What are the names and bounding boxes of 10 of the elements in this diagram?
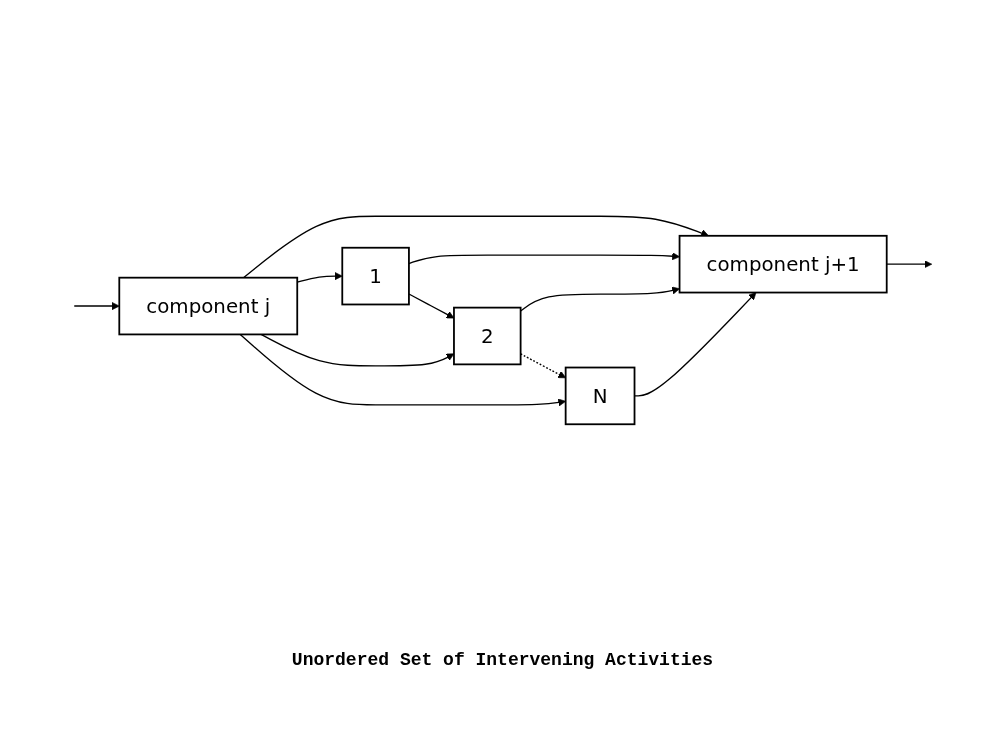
arrow [259, 333, 454, 367]
node-box: 2 [452, 306, 521, 366]
node-box: component j+1 [678, 234, 888, 294]
node-box: component j [117, 276, 298, 336]
node-box: N [564, 366, 635, 425]
node-box: 1 [340, 246, 410, 306]
arrow [239, 333, 566, 407]
arrow [519, 286, 680, 312]
arrow [242, 215, 709, 279]
caption-text: Unordered Set of Intervening Activities [291, 650, 714, 670]
